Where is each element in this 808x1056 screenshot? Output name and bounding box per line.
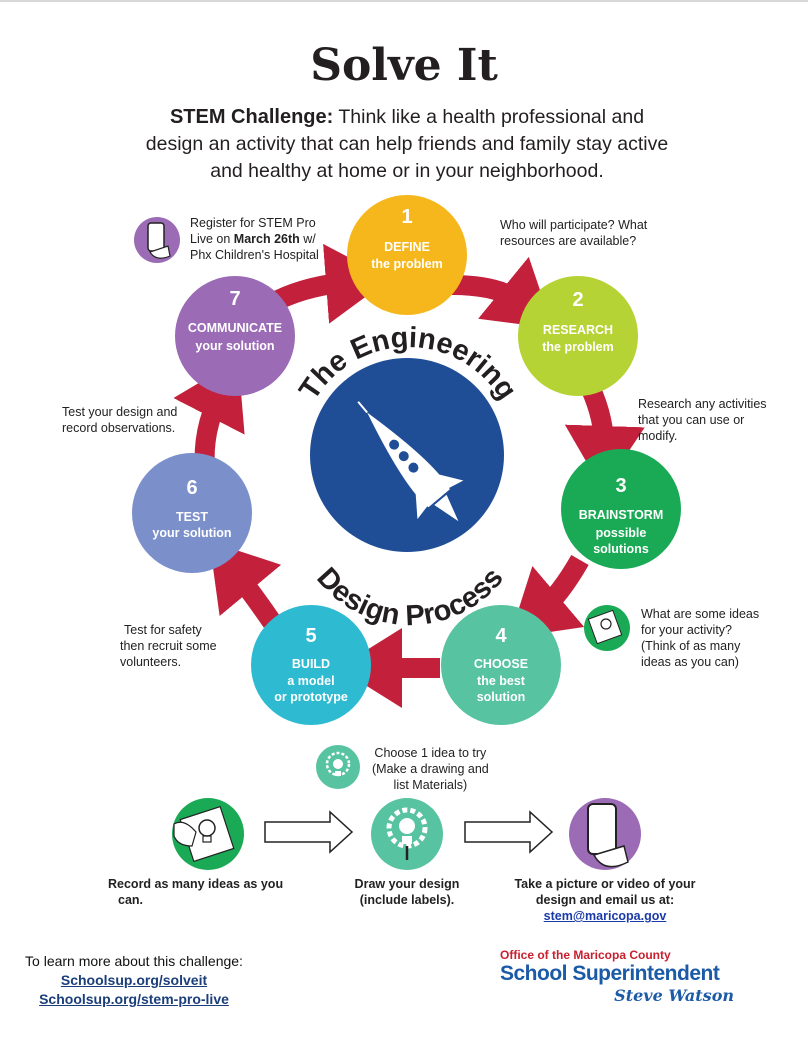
challenge-lead: STEM Challenge: xyxy=(169,106,334,128)
caption-record-ideas: Record as many ideas as you can. xyxy=(108,877,284,907)
superintendent-logo: Office of the Maricopa County School Sup… xyxy=(500,948,740,1005)
step-research: 2 RESEARCH the problem xyxy=(518,276,638,396)
phone-hand-icon xyxy=(134,217,180,263)
note-choose-one: Choose 1 idea to try (Make a drawing and… xyxy=(372,746,489,792)
note-safety: Test for safety then recruit some volunt… xyxy=(120,623,217,669)
svg-text:your solution: your solution xyxy=(152,526,231,540)
hand-bulb-icon xyxy=(172,798,244,870)
step-brainstorm: 3 BRAINSTORM possible solutions xyxy=(561,449,681,569)
arrow-1-to-2 xyxy=(451,256,553,329)
top-divider xyxy=(0,0,808,2)
svg-text:3: 3 xyxy=(615,475,626,497)
svg-text:solution: solution xyxy=(477,690,526,704)
note-test-design: Test your design and record observations… xyxy=(62,405,178,435)
rocket-icon xyxy=(357,401,464,522)
svg-text:4: 4 xyxy=(495,625,507,647)
subtitle-line-2: design an activity that can help friends… xyxy=(145,133,669,155)
svg-text:or prototype: or prototype xyxy=(274,690,348,704)
subtitle-line-1: Think like a health professional and xyxy=(338,106,645,128)
email-link[interactable]: stem@maricopa.gov xyxy=(543,909,667,923)
svg-text:BUILD: BUILD xyxy=(292,657,330,671)
svg-text:7: 7 xyxy=(229,288,240,310)
arrow-5-to-6 xyxy=(209,541,282,628)
subtitle-line-3: and healthy at home or in your neighborh… xyxy=(210,160,604,182)
learn-more-intro: To learn more about this challenge: xyxy=(25,953,243,969)
note-participate: Who will participate? What resources are… xyxy=(500,218,648,248)
step-build: 5 BUILD a model or prototype xyxy=(251,605,371,725)
challenge-subtitle: STEM Challenge: Think like a health prof… xyxy=(120,104,694,185)
svg-text:the problem: the problem xyxy=(371,257,443,271)
svg-text:COMMUNICATE: COMMUNICATE xyxy=(188,321,282,335)
svg-text:CHOOSE: CHOOSE xyxy=(474,657,528,671)
step-define: 1 DEFINE the problem xyxy=(347,195,467,315)
phone-hand-icon xyxy=(569,798,641,870)
svg-text:6: 6 xyxy=(186,477,197,499)
svg-text:solutions: solutions xyxy=(593,542,649,556)
hand-bulb-icon xyxy=(584,605,630,651)
link-solveit[interactable]: Schoolsup.org/solveit xyxy=(60,972,208,988)
step-test: 6 TEST your solution xyxy=(132,453,252,573)
caption-draw-design: Draw your design (include labels). xyxy=(354,877,460,907)
logo-office-line: Office of the Maricopa County xyxy=(500,948,671,962)
svg-text:5: 5 xyxy=(305,625,316,647)
svg-text:1: 1 xyxy=(401,206,412,228)
note-research: Research any activities that you can use… xyxy=(638,397,767,443)
step-choose: 4 CHOOSE the best solution xyxy=(441,605,561,725)
svg-text:possible: possible xyxy=(596,526,647,540)
note-register: Register for STEM Pro Live on March 26th… xyxy=(190,216,319,262)
svg-text:the best: the best xyxy=(477,674,526,688)
svg-text:the problem: the problem xyxy=(542,340,614,354)
lightbulb-gear-icon xyxy=(316,745,360,789)
lightbulb-gear-icon xyxy=(371,798,443,870)
note-ideas: What are some ideas for your activity? (… xyxy=(641,607,760,669)
right-arrow-icon xyxy=(264,810,354,854)
arrow-2-to-3 xyxy=(564,382,645,490)
page-title: Solve It xyxy=(310,40,498,91)
svg-text:TEST: TEST xyxy=(176,510,208,524)
arrow-7-to-1 xyxy=(273,243,390,324)
logo-title-line: School Superintendent xyxy=(500,962,720,985)
arrow-3-to-4 xyxy=(509,554,589,638)
logo-name-line: Steve Watson xyxy=(614,986,734,1005)
link-stem-pro-live[interactable]: Schoolsup.org/stem-pro-live xyxy=(39,991,229,1007)
right-arrow-icon xyxy=(464,810,554,854)
svg-text:2: 2 xyxy=(572,289,583,311)
learn-more: To learn more about this challenge: Scho… xyxy=(14,952,254,1009)
svg-text:RESEARCH: RESEARCH xyxy=(543,323,613,337)
caption-take-picture: Take a picture or video of your design a… xyxy=(500,876,710,924)
step-communicate: 7 COMMUNICATE your solution xyxy=(175,276,295,396)
svg-text:DEFINE: DEFINE xyxy=(384,240,430,254)
svg-text:BRAINSTORM: BRAINSTORM xyxy=(579,508,664,522)
svg-text:your solution: your solution xyxy=(195,339,274,353)
svg-text:a model: a model xyxy=(287,674,334,688)
